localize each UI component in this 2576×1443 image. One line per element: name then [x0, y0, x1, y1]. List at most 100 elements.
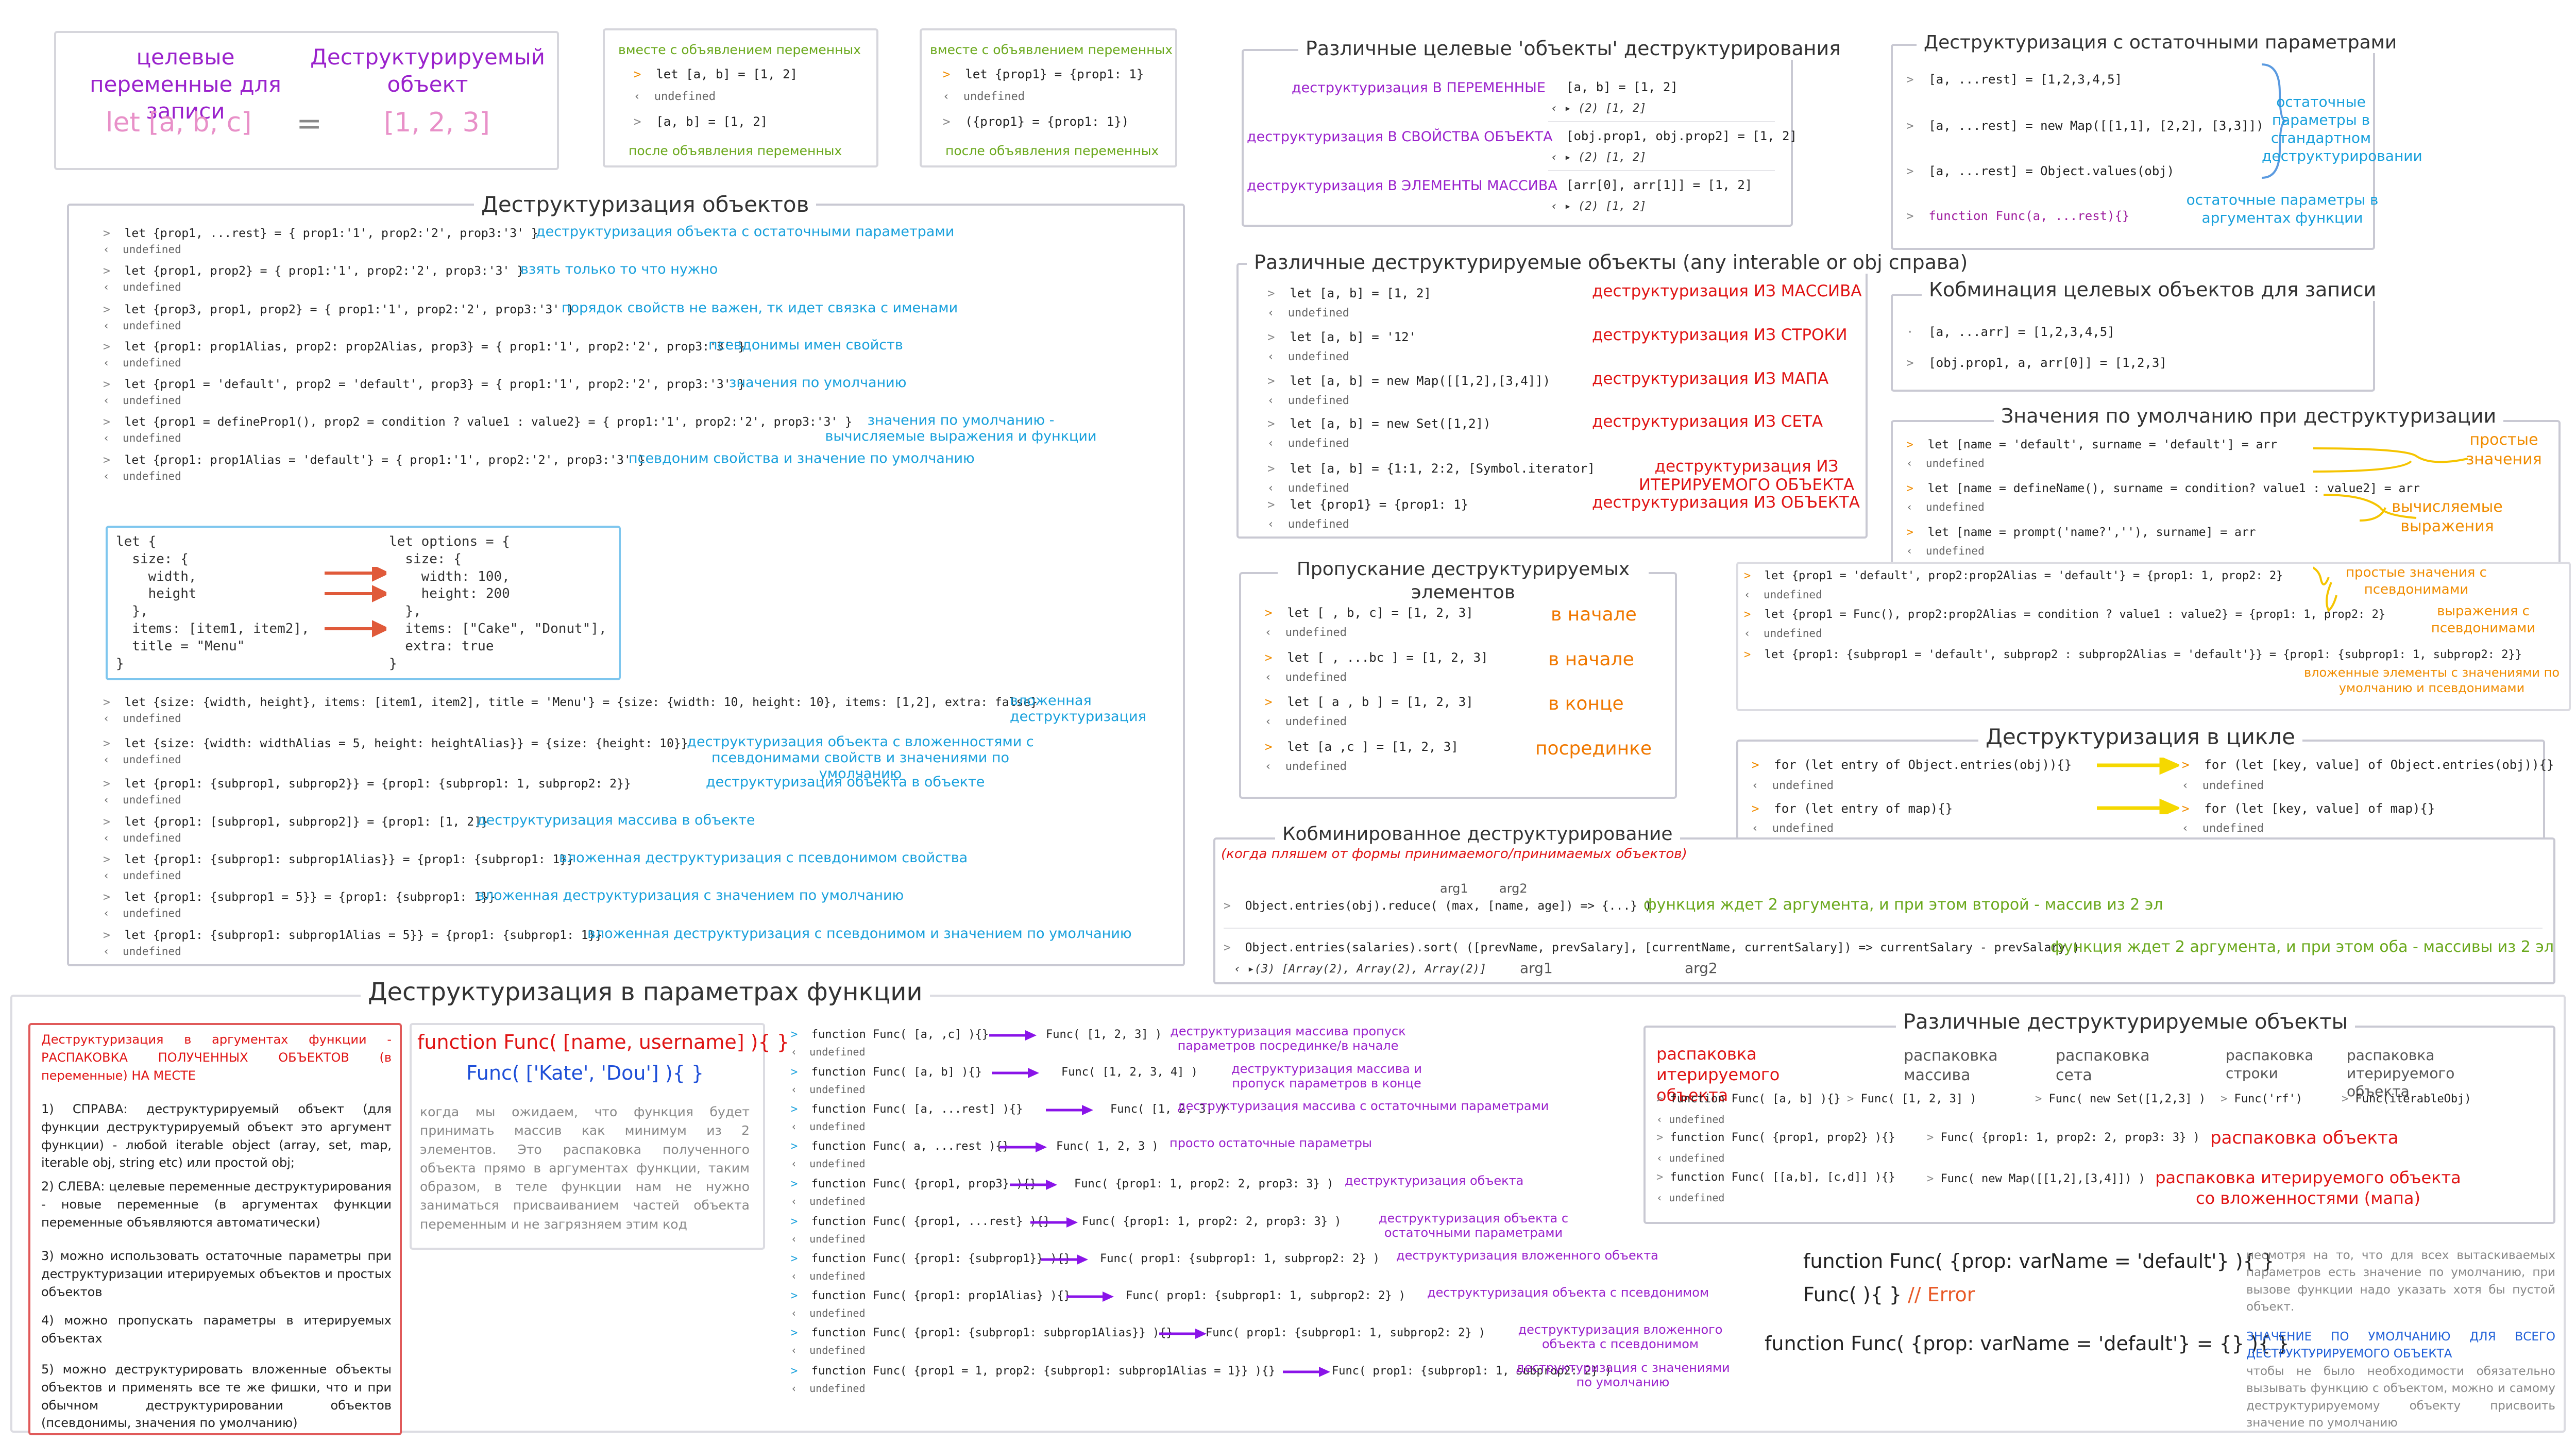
- targets-code: [arr[0], arr[1]] = [1, 2]: [1566, 178, 1753, 192]
- objects-row2-note: деструктуризация объекта с вложенностями…: [687, 734, 1034, 782]
- arg1-label2: arg1: [1520, 960, 1553, 977]
- skip-out: ‹ undefined: [1265, 715, 1347, 728]
- arg1-label: arg1: [1440, 881, 1468, 896]
- defaults-note5: вложенные элементы с значениями по умолч…: [2303, 665, 2560, 695]
- objects-row2-note: деструктуризация объекта в объекте: [706, 774, 985, 790]
- params-row-def: > function Func( {prop1: prop1Alias} ){}: [791, 1289, 1071, 1302]
- objects-row: > let {prop1: prop1Alias, prop2: prop2Al…: [103, 340, 745, 354]
- params-row-note: просто остаточные параметры: [1170, 1136, 1372, 1150]
- objects-row-note: порядок свойств не важен, тк идет связка…: [562, 300, 958, 316]
- arrow-icon: [1030, 1217, 1078, 1228]
- skip-row: > let [ a , b ] = [1, 2, 3]: [1265, 695, 1473, 709]
- objects-row2-note: вложенная деструктуризация с псевдонимом…: [559, 850, 968, 866]
- various-row3-call: > Func( new Map([[1,2],[3,4]]) ): [1927, 1172, 2145, 1185]
- combo-row2: > [obj.prop1, a, arr[0]] = [1,2,3]: [1906, 356, 2167, 370]
- objects-row-out: ‹ undefined: [103, 320, 181, 332]
- loop-title: Деструктуризация в цикле: [1978, 724, 2302, 749]
- sources-row: > let [a, b] = '12': [1267, 330, 1416, 344]
- combined-box: [1213, 837, 2555, 984]
- objects-row-out: ‹ undefined: [103, 281, 181, 293]
- objects-row-note: значения по умолчанию - вычисляемые выра…: [825, 412, 1097, 444]
- loop-rout1: ‹ undefined: [2182, 779, 2264, 792]
- params-row-def: > function Func( {prop1, ...rest} ){}: [791, 1215, 1050, 1228]
- combined-row1: > Object.entries(obj).reduce( (max, [nam…: [1224, 899, 1652, 913]
- rest-note2: остаточные параметры в аргументах функци…: [2186, 191, 2379, 226]
- sources-title: Различные деструктурируемые объекты (any…: [1247, 251, 1975, 274]
- sources-row: > let [a, b] = {1:1, 2:2, [Symbol.iterat…: [1267, 461, 1595, 476]
- combined-note1: функция ждет 2 аргумента, и при этом вто…: [1643, 896, 2163, 914]
- params-row-note: деструктуризация объекта с остаточными п…: [1378, 1211, 1569, 1240]
- skip-note: в конце: [1548, 693, 1624, 714]
- params-red-1: 1) СПРАВА: деструктурируемый объект (для…: [41, 1102, 392, 1170]
- objects-row2-note: деструктуризация массива в объекте: [477, 812, 755, 828]
- sources-note: деструктуризация ИЗ МАССИВА: [1592, 282, 1862, 300]
- sources-note: деструктуризация ИЗ ОБЪЕКТА: [1592, 493, 1860, 512]
- objects-row2-out: ‹ undefined: [103, 712, 181, 725]
- objects-row2-note: вложенная деструктуризация с значением п…: [477, 887, 904, 903]
- loop-rout2: ‹ undefined: [2182, 822, 2264, 835]
- bottom-note2: чтобы не было необходимости обязательно …: [2246, 1365, 2555, 1430]
- skip-note: в начале: [1548, 649, 1634, 670]
- params-row-out: ‹ undefined: [791, 1195, 866, 1207]
- targets-sep: [1548, 170, 1775, 171]
- arrow-icon: [992, 1068, 1039, 1078]
- various-title: Различные деструктурируемые объекты: [1896, 1010, 2355, 1034]
- sources-out: ‹ undefined: [1267, 482, 1349, 495]
- arg2-label: arg2: [1499, 881, 1528, 896]
- params-row-note: деструктуризация объекта: [1345, 1173, 1524, 1188]
- params-row-def: > function Func( [a, ...rest] ){}: [791, 1103, 1023, 1116]
- brace-icon: [2313, 447, 2468, 613]
- loop-out1: ‹ undefined: [1752, 779, 1834, 792]
- params-row-note: деструктуризация объекта с псевдонимом: [1427, 1285, 1709, 1300]
- objects-row2-out: ‹ undefined: [103, 794, 181, 806]
- sources-out: ‹ undefined: [1267, 350, 1349, 363]
- intro-box: [54, 31, 559, 170]
- various-h4: распаковка строки: [2226, 1047, 2314, 1082]
- params-row-out: ‹ undefined: [791, 1120, 866, 1133]
- various-row2-call: > Func( {prop1: 1, prop2: 2, prop3: 3} ): [1927, 1131, 2200, 1144]
- objects-row-note: взять только то что нужно: [520, 261, 718, 277]
- targets-out: ‹ ▸ (2) [1, 2]: [1551, 102, 1647, 115]
- rest-row: > function Func(a, ...rest){}: [1906, 209, 2130, 223]
- objects-row2: > let {prop1: [subprop1, subprop2]} = {p…: [103, 815, 488, 829]
- params-row-call: Func( [1, 2, 3] ): [1046, 1028, 1162, 1041]
- objects-row2: > let {prop1: {subprop1 = 5}} = {prop1: …: [103, 891, 496, 904]
- objects-row2-out: ‹ undefined: [103, 869, 181, 882]
- various-box: [1643, 1026, 2555, 1224]
- various-row3-note: распаковка итерируемого объекта со вложе…: [2155, 1168, 2461, 1208]
- params-row-note: деструктуризация вложенного объекта с пс…: [1518, 1322, 1723, 1351]
- objects-row2: > let {prop1: {subprop1, subprop2}} = {p…: [103, 777, 631, 791]
- various-row1-c2: > Func( new Set([1,2,3] ): [2035, 1093, 2206, 1105]
- defaults-row: > let [name = 'default', surname = 'defa…: [1906, 438, 2278, 451]
- brace-icon: [2261, 63, 2287, 179]
- params-row-note: деструктуризация массива пропуск парамет…: [1170, 1024, 1406, 1053]
- sources-note: деструктуризация ИЗ МАПА: [1592, 370, 1829, 388]
- defaults-out: ‹ undefined: [1744, 627, 1822, 640]
- bottom-f2: Func( ){ } // Error: [1803, 1283, 1975, 1306]
- various-row2-out: ‹ undefined: [1656, 1152, 1725, 1164]
- objects-row-note: значения по умолчанию: [729, 375, 907, 391]
- defaults-out: ‹ undefined: [1906, 501, 1985, 513]
- skip-out: ‹ undefined: [1265, 626, 1347, 639]
- snippet-right: let options = { size: { width: 100, heig…: [389, 534, 607, 672]
- bottom-note1: несмотря на то, что для всех вытаскиваем…: [2246, 1249, 2555, 1314]
- objects-row-out: ‹ undefined: [103, 357, 181, 369]
- params-row-call: Func( {prop1: 1, prop2: 2, prop3: 3} ): [1082, 1215, 1342, 1228]
- defaults-note3: простые значения с псевдонимами: [2346, 565, 2487, 597]
- params-row-call: Func( prop1: {subprop1: 1, subprop2: 2} …: [1126, 1289, 1406, 1302]
- objects-row-note: псевдоним свойства и значение по умолчан…: [629, 450, 975, 466]
- various-row1-c1: > Func( [1, 2, 3] ): [1847, 1093, 1977, 1105]
- params-row-call: Func( 1, 2, 3 ): [1056, 1140, 1159, 1153]
- params-row-call: Func( prop1: {subprop1: 1, subprop2: 2} …: [1332, 1365, 1612, 1378]
- params-red-5: 5) можно деструктурировать вложенные объ…: [41, 1362, 392, 1431]
- params-row-note: деструктуризация вложенного объекта: [1396, 1248, 1658, 1263]
- params-row-out: ‹ undefined: [791, 1270, 866, 1282]
- arrow-icon: [1010, 1180, 1057, 1190]
- params-red-4: 4) можно пропускать параметры в итерируе…: [41, 1313, 392, 1346]
- objects-row2-out: ‹ undefined: [103, 832, 181, 844]
- declare-line2: > [a, b] = [1, 2]: [634, 114, 768, 129]
- arrow-icon: [1066, 1291, 1114, 1302]
- combined-note2: функция ждет 2 аргумента, и при этом оба…: [2050, 938, 2554, 956]
- targets-label: деструктуризация В СВОЙСТВА ОБЪЕКТА: [1247, 129, 1553, 145]
- params-row-def: > function Func( [a, b] ){}: [791, 1066, 982, 1079]
